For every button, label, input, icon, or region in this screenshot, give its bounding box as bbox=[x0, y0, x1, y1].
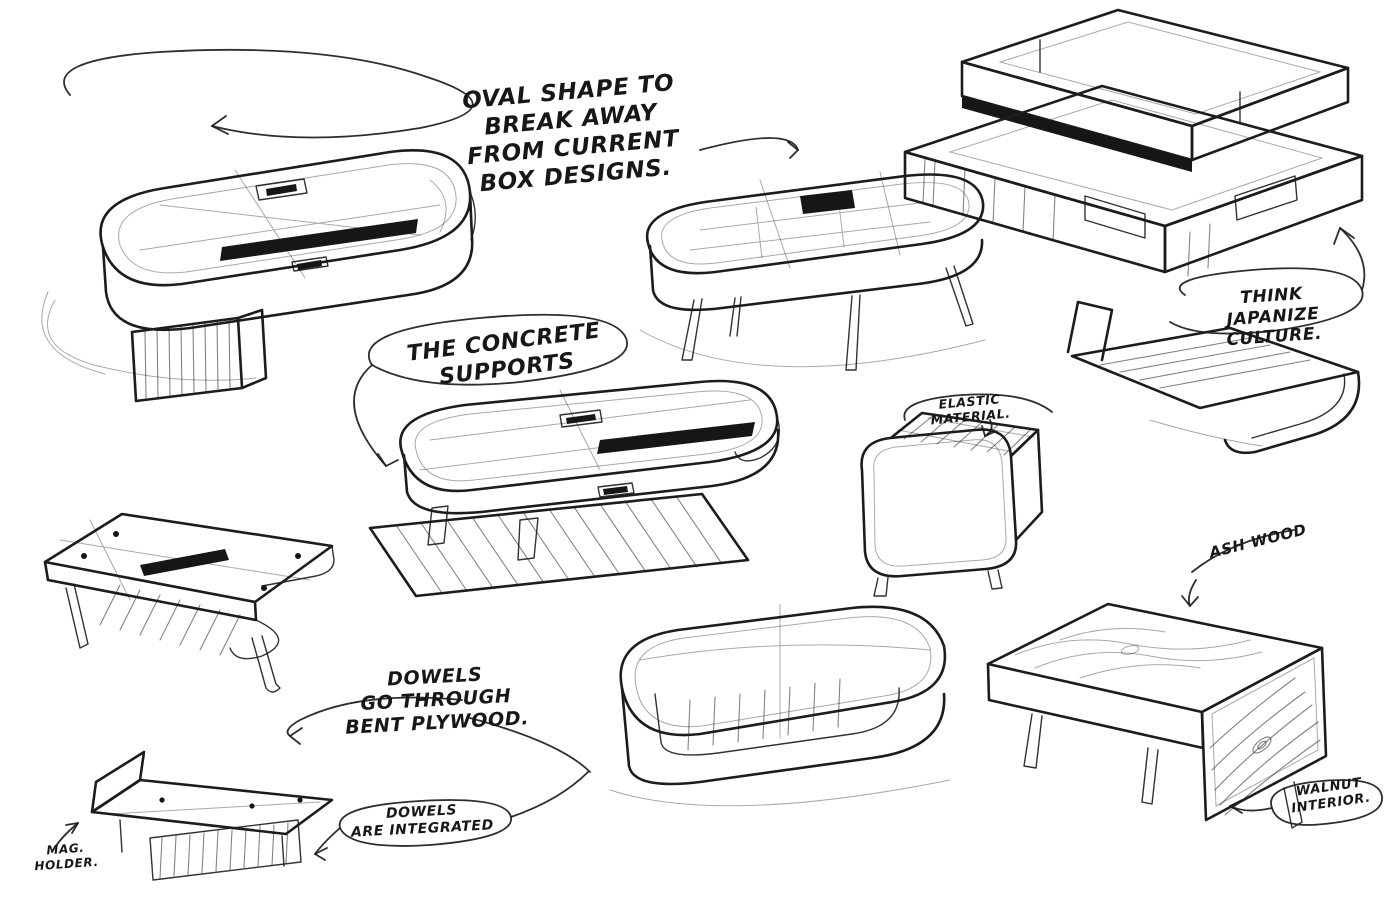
sketch-wood-table bbox=[986, 602, 1328, 829]
annotation-japanize-culture: THINK JAPANIZE CULTURE. bbox=[1225, 283, 1323, 351]
sketch-elastic-cube-table bbox=[860, 411, 1044, 597]
sketch-magazine-holder-table bbox=[90, 750, 334, 881]
annotation-dowels-plywood: DOWELS GO THROUGH BENT PLYWOOD. bbox=[344, 663, 530, 740]
sketch-oval-table-concrete-base bbox=[368, 379, 781, 598]
sketch-bent-plywood-table bbox=[43, 512, 335, 693]
sketch-arched-box-table bbox=[609, 603, 951, 807]
annotation-mag-holder: MAG. HOLDER. bbox=[33, 840, 100, 873]
sketch-legged-oval-table bbox=[639, 171, 986, 371]
sketch-oval-coffee-table bbox=[41, 149, 476, 403]
sketch-stacked-slab-table bbox=[903, 8, 1364, 277]
sketch-bent-sheet-table bbox=[1066, 300, 1361, 455]
annotation-loops-and-arrows bbox=[51, 48, 1383, 861]
